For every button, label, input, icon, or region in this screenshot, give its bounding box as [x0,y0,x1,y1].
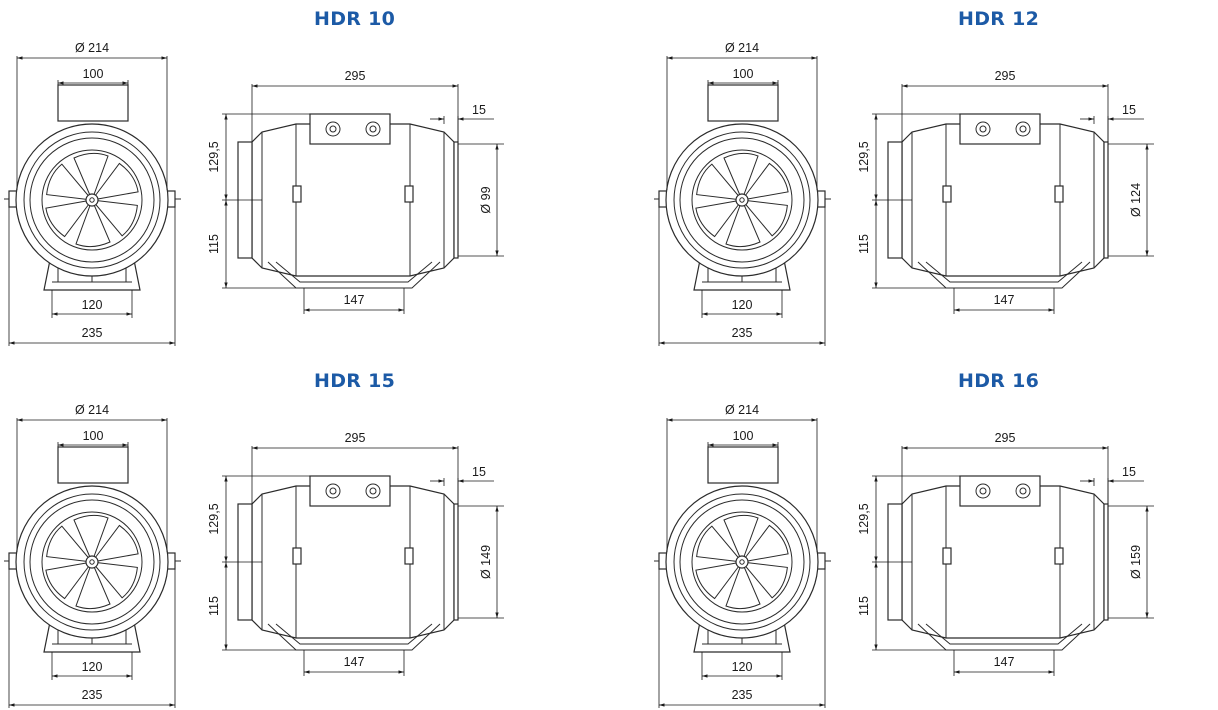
front-base-width-label: 120 [82,660,103,674]
side-foot-width-label: 147 [344,655,365,669]
fan-model-panel-4: HDR 16 [650,362,1218,710]
model-title: HDR 10 [314,8,396,30]
foot-bracket [917,623,1091,651]
side-view: 295 15 129,5 115 147 [857,431,1154,676]
technical-drawing: Ø 214 100 120 235 [654,41,1154,346]
clamp-left [292,185,302,203]
side-view: 295 15 129,5 115 147 [207,431,504,676]
side-foot-width-label: 147 [344,293,365,307]
fan-body [901,123,1105,277]
front-diameter-label: Ø 214 [75,403,109,417]
side-upper-height-label: 129,5 [207,503,221,534]
fan-body [251,123,455,277]
front-base-width-label: 120 [82,298,103,312]
side-length-label: 295 [345,69,366,83]
side-lower-height-label: 115 [207,596,221,616]
model-title: HDR 15 [314,370,396,392]
side-foot-width-label: 147 [994,293,1015,307]
front-base-width-label: 120 [732,660,753,674]
side-duct-diameter-label: Ø 124 [1129,183,1143,217]
impeller-icon [45,152,139,248]
front-diameter-label: Ø 214 [75,41,109,55]
terminal-box-side [309,475,391,507]
outlet-spigot [453,503,459,621]
side-length-label: 295 [995,69,1016,83]
terminal-box-side [309,113,391,145]
clamp-left [292,547,302,565]
front-overall-width-label: 235 [82,326,103,340]
front-top-width-label: 100 [83,429,104,443]
terminal-box-side [959,475,1041,507]
front-view: Ø 214 100 120 235 [4,403,181,708]
side-flange-label: 15 [472,465,486,479]
side-upper-height-label: 129,5 [207,141,221,172]
technical-drawing: Ø 214 100 120 235 [4,41,504,346]
side-lower-height-label: 115 [857,234,871,254]
front-overall-width-label: 235 [732,688,753,702]
front-view: Ø 214 100 120 235 [654,41,831,346]
model-title: HDR 16 [958,370,1040,392]
side-lower-height-label: 115 [207,234,221,254]
side-duct-diameter-label: Ø 159 [1129,545,1143,579]
foot-bracket [917,261,1091,289]
terminal-box [57,84,129,122]
front-overall-width-label: 235 [82,688,103,702]
terminal-box [57,446,129,484]
front-top-width-label: 100 [733,67,754,81]
front-view: Ø 214 100 120 235 [654,403,831,708]
impeller-icon [695,152,789,248]
impeller-icon [45,514,139,610]
side-length-label: 295 [995,431,1016,445]
front-base-width-label: 120 [732,298,753,312]
side-flange-label: 15 [1122,103,1136,117]
side-flange-label: 15 [1122,465,1136,479]
side-upper-height-label: 129,5 [857,503,871,534]
clamp-right [1054,185,1064,203]
fan-body [901,485,1105,639]
model-title: HDR 12 [958,8,1040,30]
terminal-box [707,84,779,122]
outlet-spigot [1103,141,1109,259]
front-view: Ø 214 100 120 235 [4,41,181,346]
foot-bracket [267,261,441,289]
front-diameter-label: Ø 214 [725,41,759,55]
side-lower-height-label: 115 [857,596,871,616]
fan-body [251,485,455,639]
side-duct-diameter-label: Ø 99 [479,186,493,213]
clamp-right [1054,547,1064,565]
front-top-width-label: 100 [83,67,104,81]
front-diameter-label: Ø 214 [725,403,759,417]
fan-model-panel-1: HDR 10 [0,0,568,348]
impeller-icon [695,514,789,610]
side-upper-height-label: 129,5 [857,141,871,172]
clamp-right [404,185,414,203]
side-view: 295 15 129,5 115 147 [857,69,1154,314]
clamp-left [942,547,952,565]
side-foot-width-label: 147 [994,655,1015,669]
clamp-left [942,185,952,203]
fan-model-panel-2: HDR 12 [650,0,1218,348]
fan-model-panel-3: HDR 15 [0,362,568,710]
foot-bracket [267,623,441,651]
side-view: 295 15 129,5 115 147 [207,69,504,314]
front-overall-width-label: 235 [732,326,753,340]
front-top-width-label: 100 [733,429,754,443]
terminal-box [707,446,779,484]
outlet-spigot [453,141,459,259]
outlet-spigot [1103,503,1109,621]
terminal-box-side [959,113,1041,145]
side-flange-label: 15 [472,103,486,117]
technical-drawing: Ø 214 100 120 235 [654,403,1154,708]
technical-drawing: Ø 214 100 120 235 [4,403,504,708]
side-length-label: 295 [345,431,366,445]
clamp-right [404,547,414,565]
side-duct-diameter-label: Ø 149 [479,545,493,579]
